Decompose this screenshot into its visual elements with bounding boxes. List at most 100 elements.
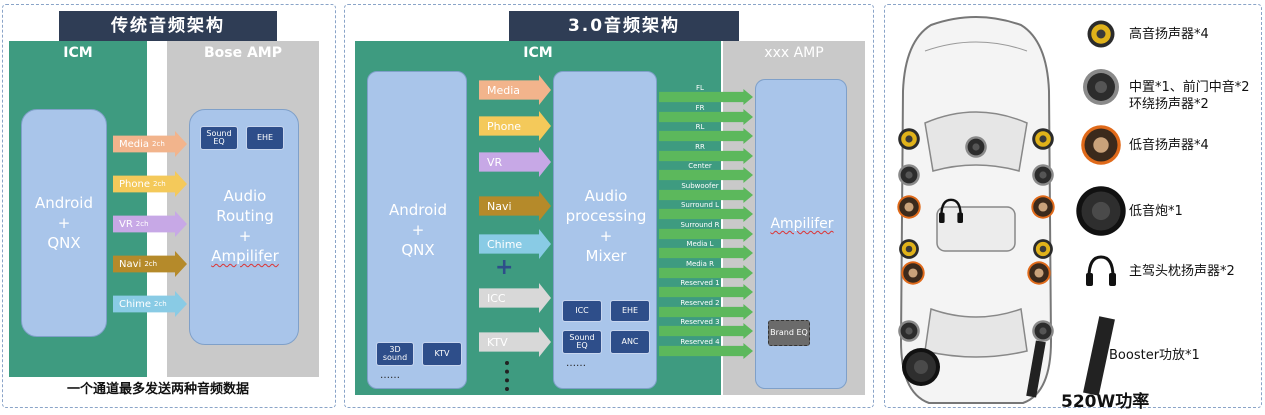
- booster-icon: [1081, 315, 1115, 401]
- output-label: Surround L: [680, 201, 720, 209]
- woofer-icon: [1079, 123, 1123, 171]
- mixer-box: Audio processing + Mixer ICC EHE Sound E…: [553, 71, 657, 389]
- icc-chip: ICC: [562, 300, 602, 322]
- output-arrow: Center: [659, 162, 753, 183]
- output-label: Reserved 3: [680, 318, 720, 326]
- legend-label: 高音扬声器*4: [1129, 27, 1209, 42]
- output-arrow: Reserved 2: [659, 299, 753, 320]
- arrow-shape: [113, 211, 187, 237]
- output-arrow: Media L: [659, 240, 753, 261]
- input-arrow: Phone: [479, 111, 551, 141]
- legend-label: Booster功放*1: [1109, 348, 1200, 363]
- input-label: Media: [487, 83, 521, 97]
- output-arrow: Reserved 3: [659, 318, 753, 339]
- channel-suffix: 2ch: [152, 140, 165, 148]
- brand-eq-chip: Brand EQ: [768, 320, 810, 346]
- mixer-line: Mixer: [585, 247, 627, 265]
- vertical-dots: [505, 361, 509, 391]
- sound-eq-chip: Sound EQ: [200, 126, 238, 150]
- output-arrow: RL: [659, 123, 753, 144]
- legend-label: 低音炮*1: [1129, 204, 1183, 219]
- output-label: Reserved 4: [680, 337, 720, 346]
- midrange-icon: [898, 320, 920, 342]
- arrow-shape: [479, 283, 551, 313]
- arrow-shape: [659, 284, 753, 300]
- output-label: RL: [695, 123, 705, 131]
- subwoofer-icon: [902, 348, 940, 386]
- output-arrow: Surround L: [659, 201, 753, 222]
- more-dots: ……: [380, 370, 400, 381]
- source-line: +: [57, 214, 71, 232]
- tweeter-icon: [1033, 239, 1053, 259]
- arrow-shape: [479, 191, 551, 221]
- arrow-shape: [479, 111, 551, 141]
- subwoofer-icon: [1075, 185, 1127, 241]
- channel-name: Media: [119, 138, 150, 150]
- sunroof: [936, 206, 1016, 252]
- headphones-icon: [1081, 251, 1121, 295]
- output-label: Subwoofer: [681, 181, 719, 190]
- power-label: 520W功率: [1061, 392, 1150, 412]
- rear-window: [924, 307, 1028, 358]
- input-arrow: Chime: [479, 229, 551, 259]
- midrange-icon: [965, 136, 987, 158]
- tweeter-icon: [899, 239, 919, 259]
- input-arrow: KTV: [479, 327, 551, 357]
- amp-routing-box: Sound EQ EHE Audio Routing + Ampilifer: [189, 109, 299, 345]
- amp-box-text: Audio Routing + Ampilifer: [190, 186, 300, 266]
- legend-label: 低音扬声器*4: [1129, 138, 1209, 153]
- arrow-shape: [479, 229, 551, 259]
- source-line: +: [411, 221, 425, 239]
- amplifier-box: Ampilifer Brand EQ: [755, 79, 847, 389]
- anc-chip: ANC: [610, 330, 650, 354]
- midrange-icon: [898, 164, 920, 186]
- amp-label: Bose AMP: [203, 45, 283, 61]
- arrow-shape: [113, 291, 187, 317]
- channel-suffix: 2ch: [154, 300, 167, 308]
- mixer-box-text: Audio processing + Mixer: [554, 186, 658, 266]
- input-label: Phone: [487, 119, 522, 133]
- legend-label: 中置*1、前门中音*2 环绕扬声器*2: [1129, 80, 1250, 112]
- more-dots: ……: [566, 358, 586, 369]
- arrow-shape: [659, 264, 753, 281]
- footer-note: 一个通道最多发送两种音频数据: [67, 382, 250, 397]
- midrange-icon: [1032, 164, 1054, 186]
- 3d-sound-chip: 3D sound: [376, 342, 414, 366]
- output-arrow: FL: [659, 84, 753, 105]
- output-label: Media R: [685, 259, 715, 268]
- arrow-shape: [659, 108, 753, 125]
- output-label: RR: [695, 142, 705, 151]
- input-label: KTV: [487, 335, 508, 349]
- output-label: Center: [688, 162, 712, 170]
- arrow-shape: [113, 251, 187, 277]
- arrow-shape: [659, 186, 753, 203]
- woofer-icon: [901, 261, 925, 285]
- tweeter-icon: [898, 128, 920, 150]
- panel-title: 3.0音频架构: [509, 11, 739, 41]
- arrow-shape: [479, 75, 551, 105]
- output-arrow: Reserved 1: [659, 279, 753, 300]
- ehe-chip: EHE: [246, 126, 284, 150]
- source-box: Android + QNX: [21, 109, 107, 337]
- channel-suffix: 2ch: [135, 220, 149, 228]
- output-arrow: Reserved 4: [659, 338, 753, 359]
- source-box-text: Android + QNX: [368, 200, 468, 260]
- channel-name: VR: [119, 218, 133, 230]
- output-arrow: Subwoofer: [659, 182, 753, 203]
- traditional-architecture-panel: 传统音频架构 ICM Bose AMP Android + QNX Sound …: [2, 4, 336, 408]
- icm-label: ICM: [63, 45, 93, 61]
- channel-name: Chime: [119, 298, 151, 310]
- input-arrow: ICC: [479, 283, 551, 313]
- output-label: FR: [695, 103, 705, 112]
- arrow-shape: [659, 245, 753, 261]
- output-label: Reserved 2: [680, 298, 720, 307]
- source-line: Android: [389, 201, 447, 219]
- input-arrow: VR: [479, 147, 551, 177]
- woofer-icon: [1031, 195, 1055, 219]
- input-arrow: Media: [479, 75, 551, 105]
